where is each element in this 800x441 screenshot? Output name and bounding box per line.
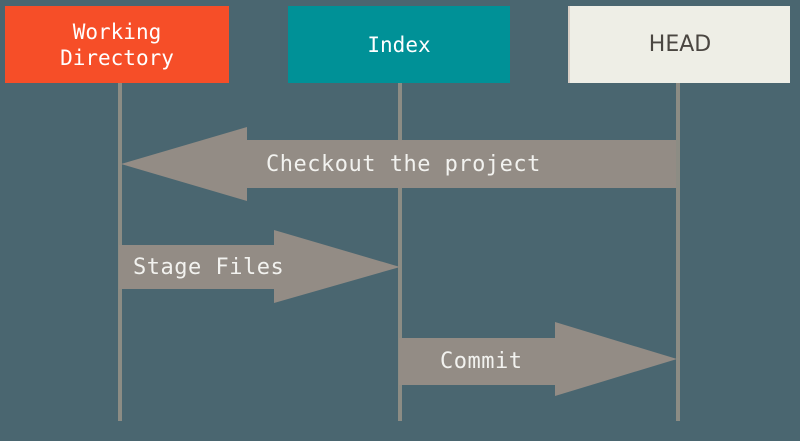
- node-label-head: HEAD: [648, 31, 712, 57]
- node-label-index: Index: [367, 32, 431, 57]
- arrow-commit: [399, 322, 677, 396]
- lifeline-head: [676, 83, 680, 421]
- lifeline-index: [398, 83, 402, 421]
- arrow-stage-files: [119, 230, 400, 303]
- node-head[interactable]: HEAD: [568, 6, 790, 83]
- arrow-label-stage-files: Stage Files: [133, 255, 285, 280]
- arrow-label-checkout: Checkout the project: [266, 152, 541, 177]
- node-index[interactable]: Index: [288, 6, 510, 83]
- node-working-directory[interactable]: Working Directory: [5, 6, 229, 83]
- arrow-checkout: [121, 127, 676, 201]
- node-label-working-directory: Working Directory: [60, 19, 174, 70]
- arrow-label-commit: Commit: [440, 349, 523, 374]
